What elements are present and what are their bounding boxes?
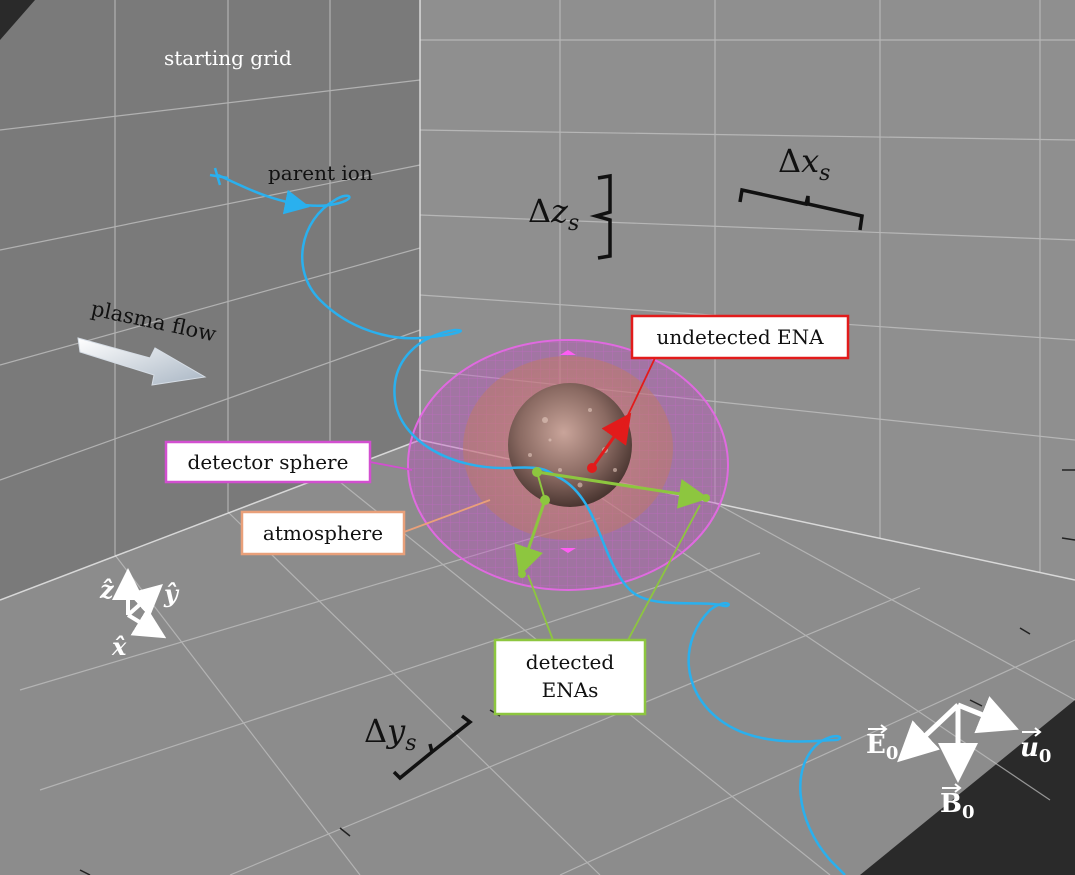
leader-lines bbox=[369, 357, 701, 641]
axis-z-label: ẑ bbox=[99, 575, 115, 604]
left-dark-corner bbox=[0, 0, 35, 40]
parent-ion-trajectory bbox=[209, 167, 846, 875]
parent-ion-label: parent ion bbox=[268, 161, 373, 185]
undetected-ena-arrow bbox=[590, 412, 632, 469]
axis-x-label: x̂ bbox=[111, 632, 127, 661]
sphere-pole-top bbox=[560, 350, 576, 355]
svg-text:E0: E0 bbox=[866, 730, 898, 764]
sphere-pole-bottom bbox=[560, 548, 576, 553]
detected-line1-text: detected bbox=[526, 650, 615, 674]
ena-origin-2 bbox=[540, 495, 550, 505]
floor-dark-corner bbox=[860, 700, 1075, 875]
svg-text:u0: u0 bbox=[1020, 733, 1051, 767]
detected-line2-text: ENAs bbox=[542, 678, 599, 702]
ena-hit-1 bbox=[702, 494, 710, 502]
undetected-ena-origin bbox=[587, 463, 597, 473]
atmosphere-label: atmosphere bbox=[240, 510, 406, 556]
plasma-flow-arrow bbox=[77, 337, 207, 386]
left-wall-grid bbox=[0, 0, 421, 555]
ena-hit-2 bbox=[518, 570, 526, 578]
field-vectors bbox=[897, 696, 1019, 783]
dz-label: Δzs bbox=[528, 192, 579, 236]
dx-label: Δxs bbox=[778, 142, 830, 186]
u0-label: u0 bbox=[1020, 727, 1051, 767]
atmosphere-text: atmosphere bbox=[263, 521, 383, 545]
dy-label: Δys bbox=[364, 712, 416, 756]
undetected-ena-text: undetected ENA bbox=[656, 325, 824, 349]
dy-bracket bbox=[392, 714, 473, 781]
moon-body bbox=[508, 383, 632, 507]
dz-bracket bbox=[589, 173, 612, 260]
starting-grid-label: starting grid bbox=[164, 46, 292, 70]
detected-enas-label: detected ENAs bbox=[493, 638, 647, 716]
coordinate-axes bbox=[112, 568, 167, 639]
axis-y-label: ŷ bbox=[163, 579, 180, 608]
E0-label: E0 bbox=[866, 724, 898, 764]
ena-origin-1 bbox=[532, 467, 542, 477]
dx-bracket bbox=[738, 187, 864, 231]
moon-system bbox=[407, 339, 729, 591]
B0-label: B0 bbox=[940, 783, 975, 823]
svg-text:B0: B0 bbox=[940, 789, 975, 823]
detector-sphere-label: detector sphere bbox=[164, 440, 372, 484]
undetected-ena-label: undetected ENA bbox=[630, 314, 850, 360]
detector-sphere-text: detector sphere bbox=[188, 450, 349, 474]
